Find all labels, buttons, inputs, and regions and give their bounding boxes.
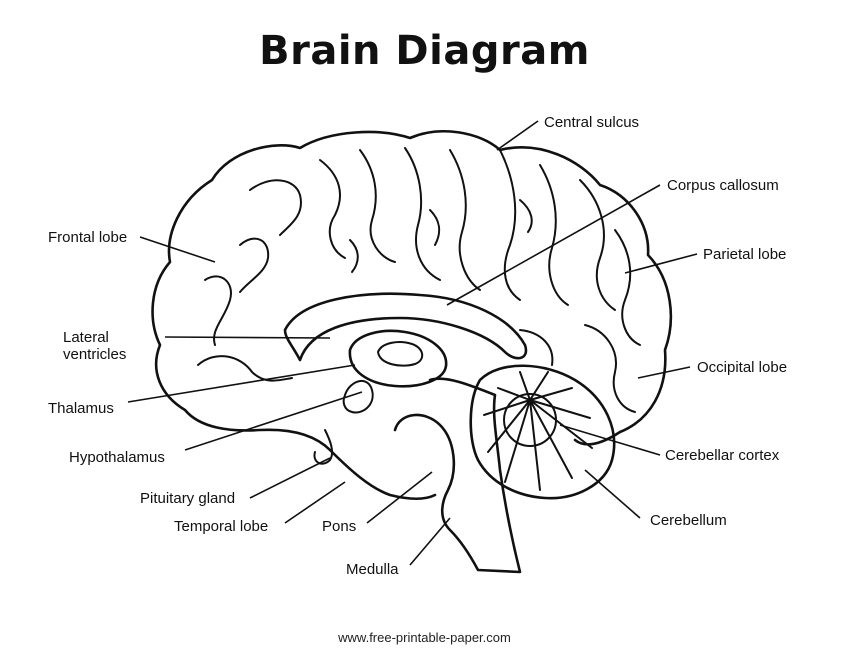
label-thalamus: Thalamus: [48, 400, 114, 417]
cerebellar-cortex-center: [503, 393, 557, 447]
ventricle-inner: [377, 341, 424, 367]
thalamus-shape: [348, 329, 448, 388]
label-temporal-lobe: Temporal lobe: [174, 518, 268, 535]
label-central-sulcus: Central sulcus: [544, 114, 639, 131]
label-lateral-ventricles-line2: ventricles: [63, 346, 126, 363]
label-medulla: Medulla: [346, 561, 399, 578]
label-cerebellum: Cerebellum: [650, 512, 727, 529]
label-corpus-callosum: Corpus callosum: [667, 177, 779, 194]
hypothalamus-shape: [313, 380, 374, 465]
cerebrum-outline: [151, 130, 673, 501]
label-parietal-lobe: Parietal lobe: [703, 246, 786, 263]
label-pons: Pons: [322, 518, 356, 535]
brainstem-shape: [393, 377, 522, 574]
label-pituitary-gland: Pituitary gland: [140, 490, 235, 507]
page-title: Brain Diagram: [259, 28, 590, 74]
label-lateral-ventricles-line1: Lateral: [63, 329, 109, 346]
label-hypothalamus: Hypothalamus: [69, 449, 165, 466]
leader-lines: [127, 120, 698, 566]
footer-url: www.free-printable-paper.com: [338, 630, 511, 645]
corpus-callosum-shape: [283, 292, 528, 362]
label-cerebellar-cortex: Cerebellar cortex: [665, 447, 780, 464]
gyri-folds: [197, 147, 641, 413]
label-occipital-lobe: Occipital lobe: [697, 359, 787, 376]
cerebellum-shape: [469, 364, 616, 500]
label-frontal-lobe: Frontal lobe: [48, 229, 127, 246]
